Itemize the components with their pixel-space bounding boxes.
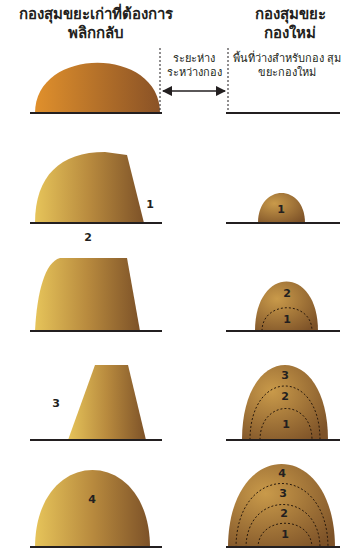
old-heap xyxy=(35,152,144,223)
distance-arrow xyxy=(163,90,225,92)
layer-line xyxy=(260,409,312,441)
ground-lines xyxy=(30,113,340,547)
dotted-guide xyxy=(160,48,161,113)
callout-number: 3 xyxy=(49,397,63,411)
callout-number: 4 xyxy=(275,467,289,481)
callout-number: 1 xyxy=(280,313,294,327)
callout-number: 1 xyxy=(279,418,293,432)
old-heap xyxy=(35,470,150,548)
old-heap xyxy=(35,258,140,331)
callout-number: 4 xyxy=(85,493,99,507)
callout-number: 2 xyxy=(280,287,294,301)
column-heading: กองสุมขยะเก่าที่ต้องการ พลิกกลับ xyxy=(3,5,188,43)
column-heading: กองสุมขยะ กองใหม่ xyxy=(240,5,340,43)
callout-number: 2 xyxy=(277,507,291,521)
old-heap xyxy=(35,63,160,113)
dotted-guide xyxy=(228,48,229,113)
callout-number: 3 xyxy=(278,369,292,383)
new-heap xyxy=(242,365,328,440)
distance-label: ระยะห่าง ระหว่างกอง xyxy=(164,52,224,80)
layer-line xyxy=(250,386,320,440)
new-heap xyxy=(258,193,305,223)
new-heap xyxy=(228,464,335,548)
callout-number: 1 xyxy=(278,528,292,542)
callout-number: 2 xyxy=(278,390,292,404)
callout-number: 1 xyxy=(274,203,288,217)
callout-number: 3 xyxy=(276,487,290,501)
callout-number: 1 xyxy=(143,198,157,212)
layer-line xyxy=(258,523,312,548)
layer-line xyxy=(246,505,320,549)
layer-line xyxy=(262,308,312,331)
space-label: พื้นที่ว่างสำหรับกอง สุมขยะกองใหม่ xyxy=(232,52,342,80)
new-heap xyxy=(255,282,318,332)
callout-number: 2 xyxy=(81,231,95,245)
old-heap xyxy=(68,365,146,440)
layer-line xyxy=(236,484,328,549)
